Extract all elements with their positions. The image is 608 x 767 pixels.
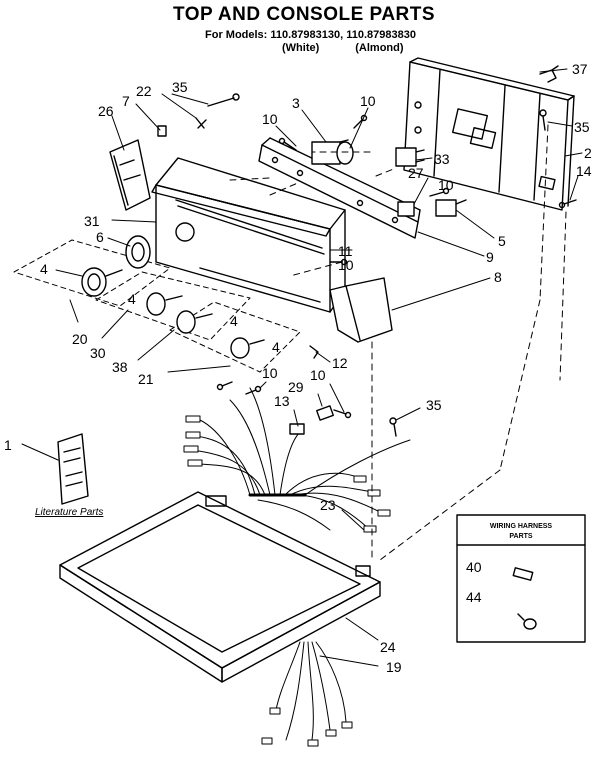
wiring-harness-parts-box [456, 514, 586, 643]
right-end-cap [329, 277, 393, 343]
callout-40: 40 [466, 559, 482, 575]
hinge-pin [309, 345, 319, 359]
callout-3: 3 [292, 95, 300, 111]
callout-10f: 10 [310, 367, 326, 383]
model-numbers: For Models: 110.87983130, 110.87983830 [205, 29, 416, 41]
callout-38: 38 [112, 359, 128, 375]
bracket-screws [278, 114, 450, 266]
callout-44: 44 [466, 589, 482, 605]
clip-part [539, 65, 559, 83]
callout-22: 22 [136, 83, 152, 99]
callout-14: 14 [576, 163, 592, 179]
callout-12: 12 [332, 355, 348, 371]
callout-6: 6 [96, 229, 104, 245]
callout-5: 5 [498, 233, 506, 249]
callout-23: 23 [320, 497, 336, 513]
callout-33: 33 [434, 151, 450, 167]
small-switches [397, 199, 467, 217]
leader-lines [21, 68, 583, 667]
callout-4a: 4 [40, 261, 48, 277]
bottom-harness [261, 641, 353, 747]
color-variants: (White) (Almond) [282, 42, 440, 54]
assembly-guides [229, 124, 567, 561]
callout-4c: 4 [230, 313, 238, 329]
callout-1: 1 [4, 437, 12, 453]
callout-21: 21 [138, 371, 154, 387]
callout-35b: 35 [574, 119, 590, 135]
callout-10a: 10 [262, 111, 278, 127]
callout-29: 29 [288, 379, 304, 395]
callout-35c: 35 [426, 397, 442, 413]
variant-white: (White) [282, 42, 320, 54]
variant-almond: (Almond) [355, 42, 404, 54]
callout-2: 2 [584, 145, 592, 161]
callout-31: 31 [84, 213, 100, 229]
callout-13: 13 [274, 393, 290, 409]
callout-4b: 4 [128, 291, 136, 307]
console-end-cap [109, 139, 151, 211]
callout-8: 8 [494, 269, 502, 285]
callout-30: 30 [90, 345, 106, 361]
knob-group-20 [13, 239, 301, 373]
callout-numbers: 1 2 3 4 4 4 4 5 6 7 8 9 10 10 10 10 10 1… [4, 61, 592, 675]
control-knobs [81, 235, 265, 359]
callout-9: 9 [486, 249, 494, 265]
callout-24: 24 [380, 639, 396, 655]
callout-35a: 35 [172, 79, 188, 95]
harness-box-title-line1: WIRING HARNESS [490, 523, 553, 530]
wiring-harness [183, 387, 411, 533]
top-panel [59, 491, 381, 683]
harness-brackets [216, 381, 397, 437]
callout-10d: 10 [338, 257, 354, 273]
diagram-title: TOP AND CONSOLE PARTS [172, 4, 436, 25]
callout-19: 19 [386, 659, 402, 675]
literature-booklet [57, 433, 89, 505]
literature-parts-label: Literature Parts [35, 507, 103, 518]
rear-control-panel [403, 57, 575, 211]
panel-screws [539, 109, 577, 209]
switch-part [395, 147, 425, 167]
trim-strip [175, 199, 325, 255]
callout-10c: 10 [438, 177, 454, 193]
end-cap-fasteners [157, 93, 240, 137]
callout-20: 20 [72, 331, 88, 347]
callout-37: 37 [572, 61, 588, 77]
callout-10b: 10 [360, 93, 376, 109]
harness-box-title-line2: PARTS [509, 533, 533, 540]
callout-11: 11 [338, 243, 353, 259]
callout-26: 26 [98, 103, 114, 119]
callout-27: 27 [408, 165, 424, 181]
callout-4d: 4 [272, 339, 280, 355]
callout-10e: 10 [262, 365, 278, 381]
callout-7: 7 [122, 93, 130, 109]
